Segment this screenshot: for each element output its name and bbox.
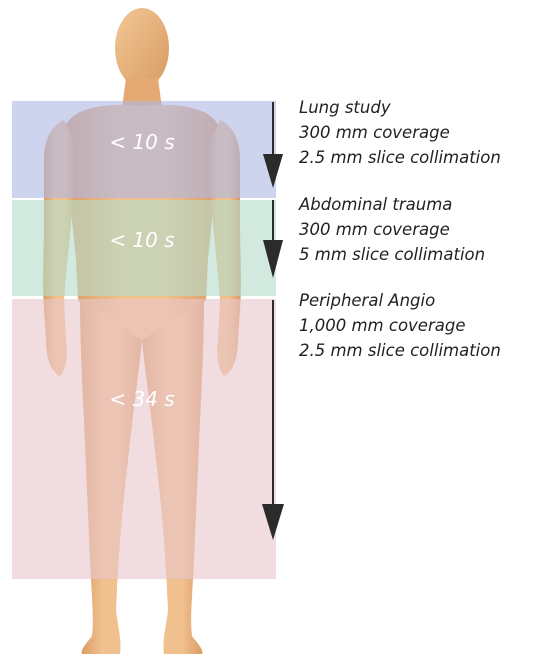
study-name: Lung study [299, 95, 501, 120]
peripheral-angio-note: Peripheral Angio 1,000 mm coverage 2.5 m… [299, 288, 501, 363]
head-shape [115, 8, 169, 88]
lung-time-label: < 10 s [109, 130, 174, 154]
collimation-text: 2.5 mm slice collimation [299, 338, 501, 363]
peripheral-scan-region [12, 299, 276, 579]
study-name: Peripheral Angio [299, 288, 501, 313]
lung-study-note: Lung study 300 mm coverage 2.5 mm slice … [299, 95, 501, 170]
coverage-text: 300 mm coverage [299, 217, 485, 242]
collimation-text: 5 mm slice collimation [299, 242, 485, 267]
abdomen-time-label: < 10 s [109, 228, 174, 252]
scan-regions [12, 101, 276, 579]
peripheral-time-label: < 34 s [109, 387, 174, 411]
abdominal-trauma-note: Abdominal trauma 300 mm coverage 5 mm sl… [299, 192, 485, 267]
coverage-text: 300 mm coverage [299, 120, 501, 145]
study-name: Abdominal trauma [299, 192, 485, 217]
collimation-text: 2.5 mm slice collimation [299, 145, 501, 170]
coverage-text: 1,000 mm coverage [299, 313, 501, 338]
